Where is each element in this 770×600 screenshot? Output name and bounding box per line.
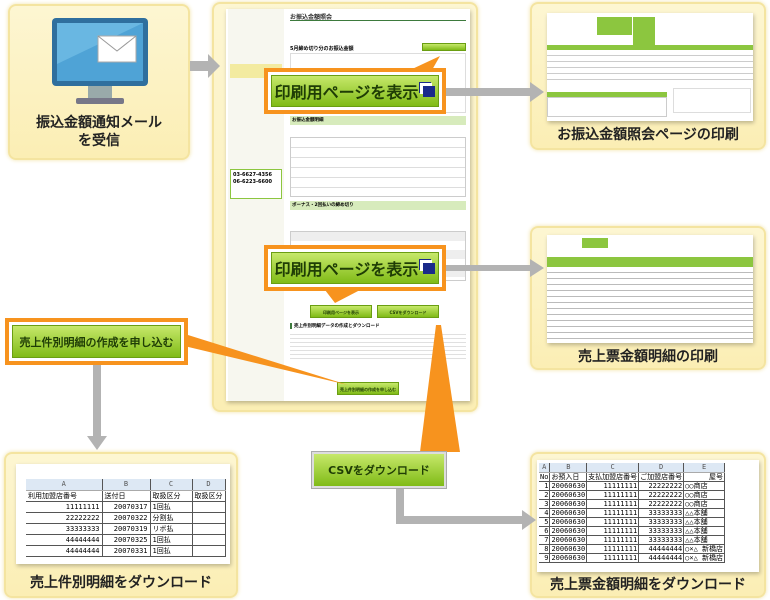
arrow-right-icon	[446, 259, 544, 277]
step-caption: 振込金額通知メール を受信	[36, 115, 162, 149]
new-window-icon	[423, 85, 436, 97]
arrow-right-icon	[396, 488, 536, 530]
csv-download-button[interactable]: CSVをダウンロード	[311, 451, 447, 489]
col-header: 送付日	[102, 490, 151, 502]
col-header: お預入日	[549, 472, 588, 482]
mail-monitor-icon	[52, 18, 148, 104]
arrow-right-icon	[446, 82, 544, 102]
step-caption: お振込金額照会ページの印刷	[557, 127, 739, 143]
print-page-callout-2: 印刷用ページを表示	[264, 245, 446, 291]
col-header: 屋号	[683, 472, 726, 482]
step-receive-mail: 振込金額通知メール を受信	[8, 4, 190, 160]
step-caption: 売上票金額明細の印刷	[578, 349, 718, 365]
step-caption: 売上票金額明細をダウンロード	[550, 577, 746, 593]
small-apply-button[interactable]: 売上件別明細の作成を申し込む	[337, 382, 399, 395]
col-header: 取扱区分	[192, 490, 226, 502]
apply-item-detail-button[interactable]: 売上件別明細の作成を申し込む	[12, 325, 181, 358]
apply-callout: 売上件別明細の作成を申し込む	[5, 318, 188, 365]
section-detail: お振込金額明細	[292, 118, 324, 123]
section-data: 売上件別明細データの作成とダウンロード	[290, 323, 380, 329]
section-payment: 5月締め切り分のお振込金額	[290, 46, 354, 52]
phone-2: 06-6223-6600	[233, 179, 272, 185]
show-print-page-button[interactable]: 印刷用ページを表示	[271, 252, 439, 284]
section-bonus: ボーナス・2回払いの締め切り	[292, 203, 354, 208]
arrow-down-icon	[87, 365, 107, 450]
col-header: ご加盟店番号	[638, 472, 685, 482]
small-csv-button[interactable]: CSVをダウンロード	[377, 305, 439, 318]
print-page-callout-1: 印刷用ページを表示	[264, 68, 446, 114]
step-print-inquiry: お振込金額照会ページの印刷	[530, 2, 766, 150]
col-header: No	[539, 472, 551, 482]
step-print-sales-detail: 売上票金額明細の印刷	[530, 226, 766, 370]
col-header: 支払加盟店番号	[586, 472, 640, 482]
col-header: 取扱区分	[150, 490, 193, 502]
phone-1: 03-6627-4356	[233, 172, 272, 178]
sales-print-preview	[547, 235, 753, 343]
step-caption: 売上件別明細をダウンロード	[30, 575, 212, 591]
arrow-right-icon	[190, 54, 220, 78]
inquiry-print-preview	[547, 13, 753, 121]
new-window-icon	[423, 262, 436, 274]
col-header: 利用加盟店番号	[26, 490, 103, 502]
show-print-page-button[interactable]: 印刷用ページを表示	[271, 75, 439, 107]
small-print-button[interactable]: 印刷用ページを表示	[310, 305, 372, 318]
page-title: お振込金額照会	[290, 14, 333, 21]
